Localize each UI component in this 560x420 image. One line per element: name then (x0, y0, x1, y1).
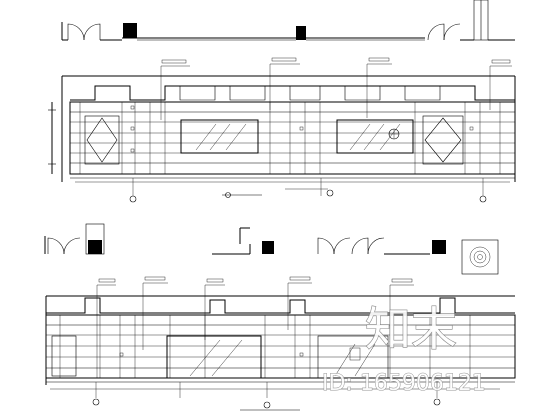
column-block (296, 26, 306, 40)
watermark-id: ID: 165906121 (322, 371, 486, 396)
door-swing-arc (317, 237, 335, 255)
column-block (85, 223, 105, 255)
tile-panel (84, 115, 120, 165)
glass-panel (317, 335, 389, 379)
lower-elevation (45, 276, 516, 411)
door-swing-arc (83, 23, 101, 41)
glass-panel (336, 119, 414, 154)
glass-panel (166, 335, 262, 379)
column-block (432, 240, 446, 254)
upper-plan-strip (61, 0, 515, 41)
column-block (123, 23, 137, 38)
column-block (262, 241, 274, 254)
watermark: 知末 ID: 165906121 (322, 301, 487, 396)
watermark-brand: 知末 (365, 302, 457, 356)
upper-elevation (48, 57, 516, 203)
planter-box (461, 239, 499, 275)
door-swing-arc (443, 23, 461, 41)
tile-panel (422, 115, 464, 165)
door-swing-arc (333, 237, 351, 255)
door-swing-arc (351, 237, 369, 255)
door-swing-arc (63, 237, 81, 255)
glass-panel (51, 335, 77, 377)
door-swing-arc (427, 23, 445, 41)
door-swing-arc (367, 237, 385, 255)
lower-plan-strip (44, 223, 499, 275)
column-block (88, 240, 102, 254)
door-swing-arc (47, 237, 65, 255)
glass-panel (180, 119, 259, 154)
plant-symbol (469, 246, 491, 268)
door-swing-arc (67, 23, 85, 41)
